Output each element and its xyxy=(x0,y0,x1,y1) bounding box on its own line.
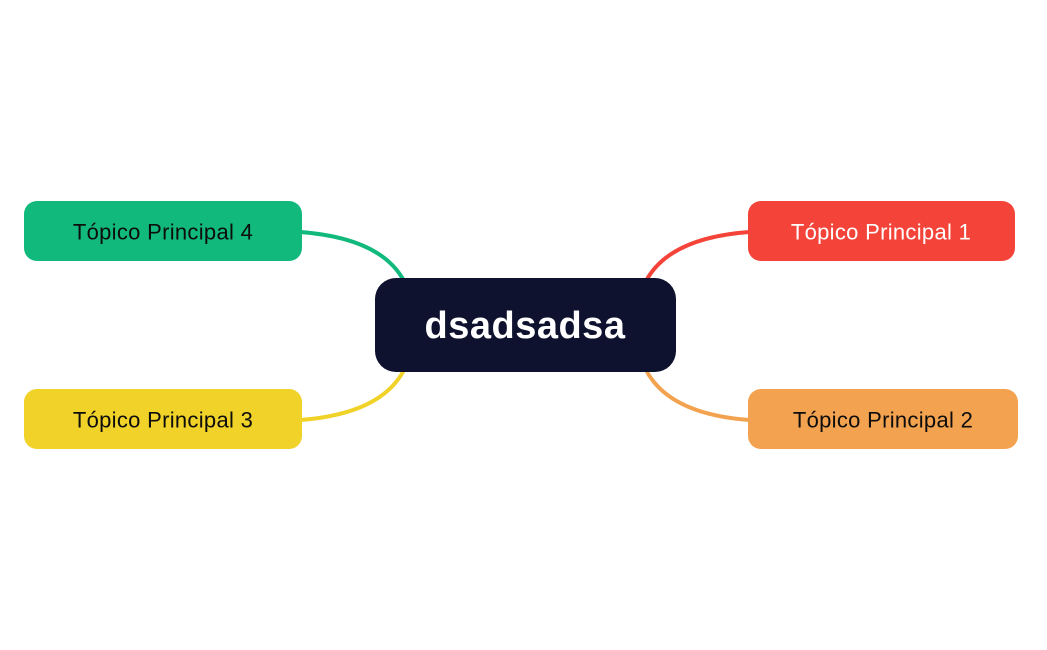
topic-node-3-label: Tópico Principal 3 xyxy=(73,408,253,433)
topic-node-2[interactable]: Tópico Principal 2 xyxy=(748,389,1018,449)
topic-node-4-box[interactable] xyxy=(24,201,302,261)
topic-node-1-label: Tópico Principal 1 xyxy=(791,220,971,245)
topic-node-4-label: Tópico Principal 4 xyxy=(73,220,253,245)
topic-node-4[interactable]: Tópico Principal 4 xyxy=(24,201,302,261)
connector-topic-1 xyxy=(644,230,751,283)
topic-node-1-box[interactable] xyxy=(748,201,1015,261)
topic-node-2-box[interactable] xyxy=(748,389,1018,449)
topic-node-2-label: Tópico Principal 2 xyxy=(793,408,973,433)
topic-node-3-box[interactable] xyxy=(24,389,302,449)
central-topic-node[interactable]: dsadsadsa xyxy=(375,278,676,372)
connector-topic-3 xyxy=(298,368,406,422)
topic-node-1[interactable]: Tópico Principal 1 xyxy=(748,201,1015,261)
central-topic-label: dsadsadsa xyxy=(425,305,626,347)
connector-topic-4 xyxy=(298,230,406,283)
topic-node-3[interactable]: Tópico Principal 3 xyxy=(24,389,302,449)
connector-topic-2 xyxy=(644,368,751,422)
central-topic-box[interactable] xyxy=(375,278,676,372)
